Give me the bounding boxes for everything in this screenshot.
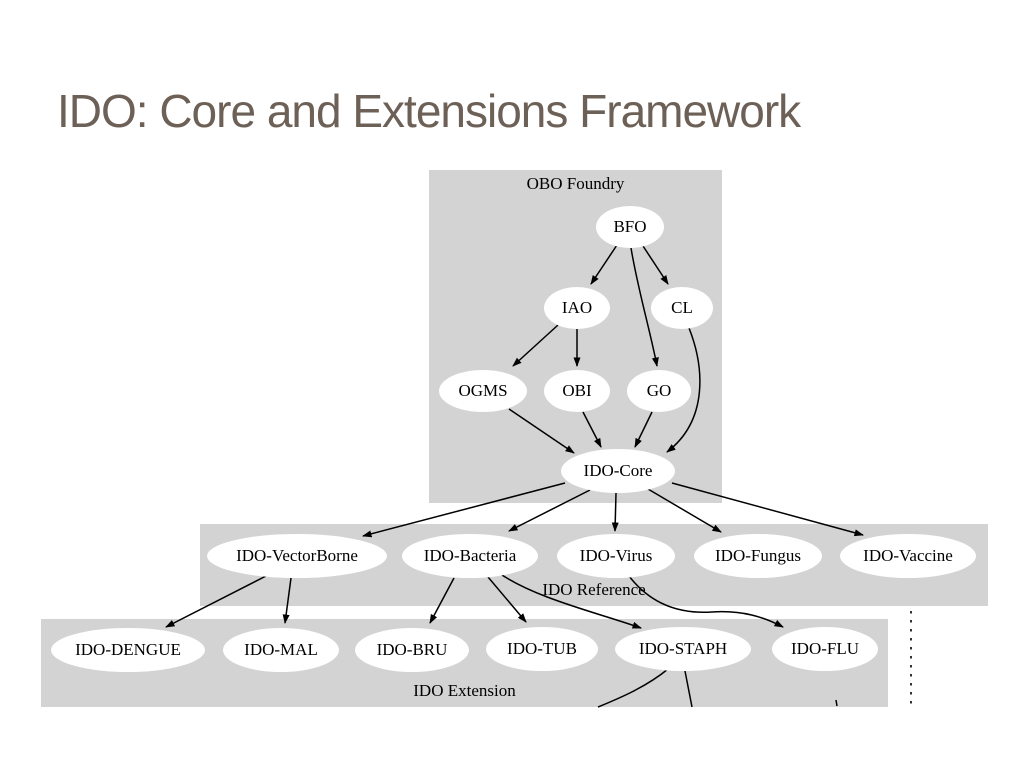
- edge-idocore-vectorborne: [362, 482, 566, 538]
- node-go: GO: [627, 370, 691, 412]
- edge-cl-idocore: [666, 327, 701, 453]
- cluster-ido-reference-label: IDO Reference: [542, 580, 646, 599]
- edge-ogms-idocore: [508, 408, 575, 454]
- node-ido-vaccine: IDO-Vaccine: [840, 534, 976, 578]
- edge-bfo-go: [630, 247, 659, 367]
- edge-staph-cutoff-left: [597, 668, 669, 708]
- node-iao: IAO: [544, 287, 610, 329]
- cluster-obo-foundry-label: OBO Foundry: [526, 174, 625, 193]
- node-cl: CL: [651, 287, 713, 329]
- edge-bacteria-tub: [487, 576, 527, 623]
- node-bfo: BFO: [596, 206, 664, 248]
- edge-vectorborne-mal: [282, 577, 292, 624]
- cluster-ido-extension-label: IDO Extension: [413, 681, 516, 700]
- node-ogms: OGMS: [439, 370, 527, 412]
- edge-idocore-fungus: [647, 488, 722, 533]
- edge-virus-flu: [628, 575, 784, 628]
- node-ido-core: IDO-Core: [561, 449, 675, 493]
- edge-flu-cutoff-stub: [835, 699, 838, 707]
- edge-bfo-iao: [590, 244, 618, 285]
- node-ido-tub: IDO-TUB: [486, 627, 598, 671]
- node-ido-flu: IDO-FLU: [772, 627, 878, 671]
- node-ido-fungus: IDO-Fungus: [694, 534, 822, 578]
- edge-staph-cutoff-down: [684, 670, 693, 708]
- node-ido-vectorborne: IDO-VectorBorne: [207, 534, 387, 578]
- node-ido-bru: IDO-BRU: [355, 628, 469, 672]
- edge-idocore-virus: [611, 492, 619, 532]
- node-ido-virus: IDO-Virus: [557, 534, 675, 578]
- edge-idocore-bacteria: [508, 489, 591, 532]
- edge-obi-idocore: [582, 411, 602, 448]
- node-ido-dengue: IDO-DENGUE: [51, 628, 205, 672]
- page-title: IDO: Core and Extensions Framework: [57, 85, 801, 137]
- node-ido-staph: IDO-STAPH: [615, 627, 751, 671]
- edge-bacteria-staph: [498, 572, 642, 629]
- node-ido-bacteria: IDO-Bacteria: [402, 534, 538, 578]
- edge-bfo-cl: [642, 245, 669, 285]
- edge-idocore-vaccine: [671, 482, 864, 537]
- node-obi: OBI: [544, 370, 610, 412]
- edge-vectorborne-dengue: [165, 574, 269, 628]
- edge-bacteria-bru: [429, 577, 455, 624]
- edge-iao-ogms: [512, 324, 559, 367]
- node-ido-mal: IDO-MAL: [223, 628, 339, 672]
- edge-go-idocore: [634, 411, 653, 448]
